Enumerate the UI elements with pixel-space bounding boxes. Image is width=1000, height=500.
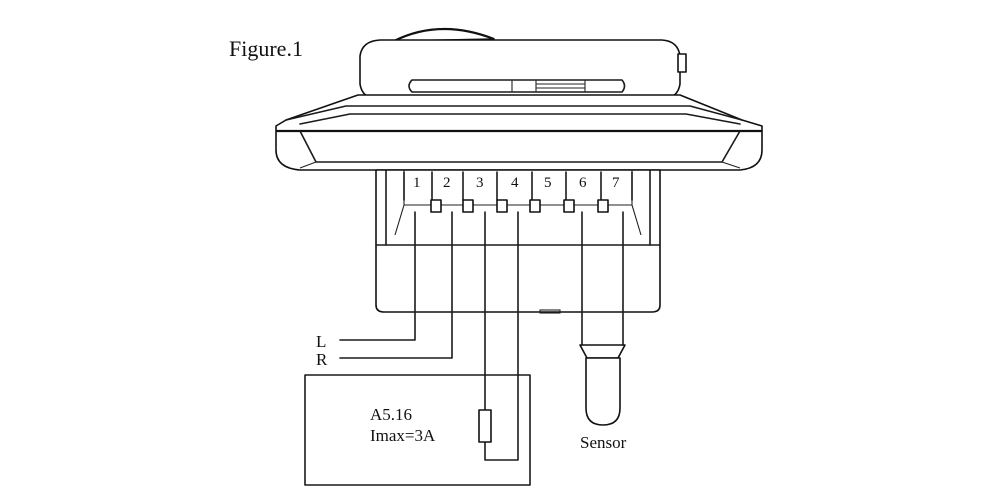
live-wire-label: L bbox=[316, 332, 326, 351]
screw-posts bbox=[430, 199, 609, 213]
terminal-labels: 1 2 3 4 5 6 7 bbox=[413, 175, 620, 191]
terminal-2-label: 2 bbox=[443, 175, 451, 191]
return-wire-label: R bbox=[316, 350, 328, 369]
terminal-3-label: 3 bbox=[476, 175, 484, 191]
wiring bbox=[339, 211, 624, 461]
sensor-probe-icon bbox=[579, 311, 626, 426]
terminal-7-label: 7 bbox=[612, 175, 620, 191]
load-box: A5.16 Imax=3A bbox=[304, 374, 531, 486]
load-model-label: A5.16 bbox=[370, 405, 412, 424]
figure-title: Figure.1 bbox=[229, 36, 303, 61]
wire-live bbox=[339, 211, 416, 341]
sensor-label: Sensor bbox=[580, 433, 627, 452]
load-current-label: Imax=3A bbox=[370, 426, 436, 445]
terminal-6-label: 6 bbox=[579, 175, 587, 191]
thermostat-frame bbox=[275, 94, 763, 171]
resistor-icon bbox=[478, 409, 492, 443]
terminal-separators bbox=[403, 171, 633, 201]
terminal-4-label: 4 bbox=[511, 175, 519, 191]
terminal-5-label: 5 bbox=[544, 175, 552, 191]
thermostat-cap bbox=[359, 27, 687, 101]
wire-load-a bbox=[484, 211, 519, 461]
wire-return bbox=[339, 211, 453, 359]
terminal-1-label: 1 bbox=[413, 175, 421, 191]
